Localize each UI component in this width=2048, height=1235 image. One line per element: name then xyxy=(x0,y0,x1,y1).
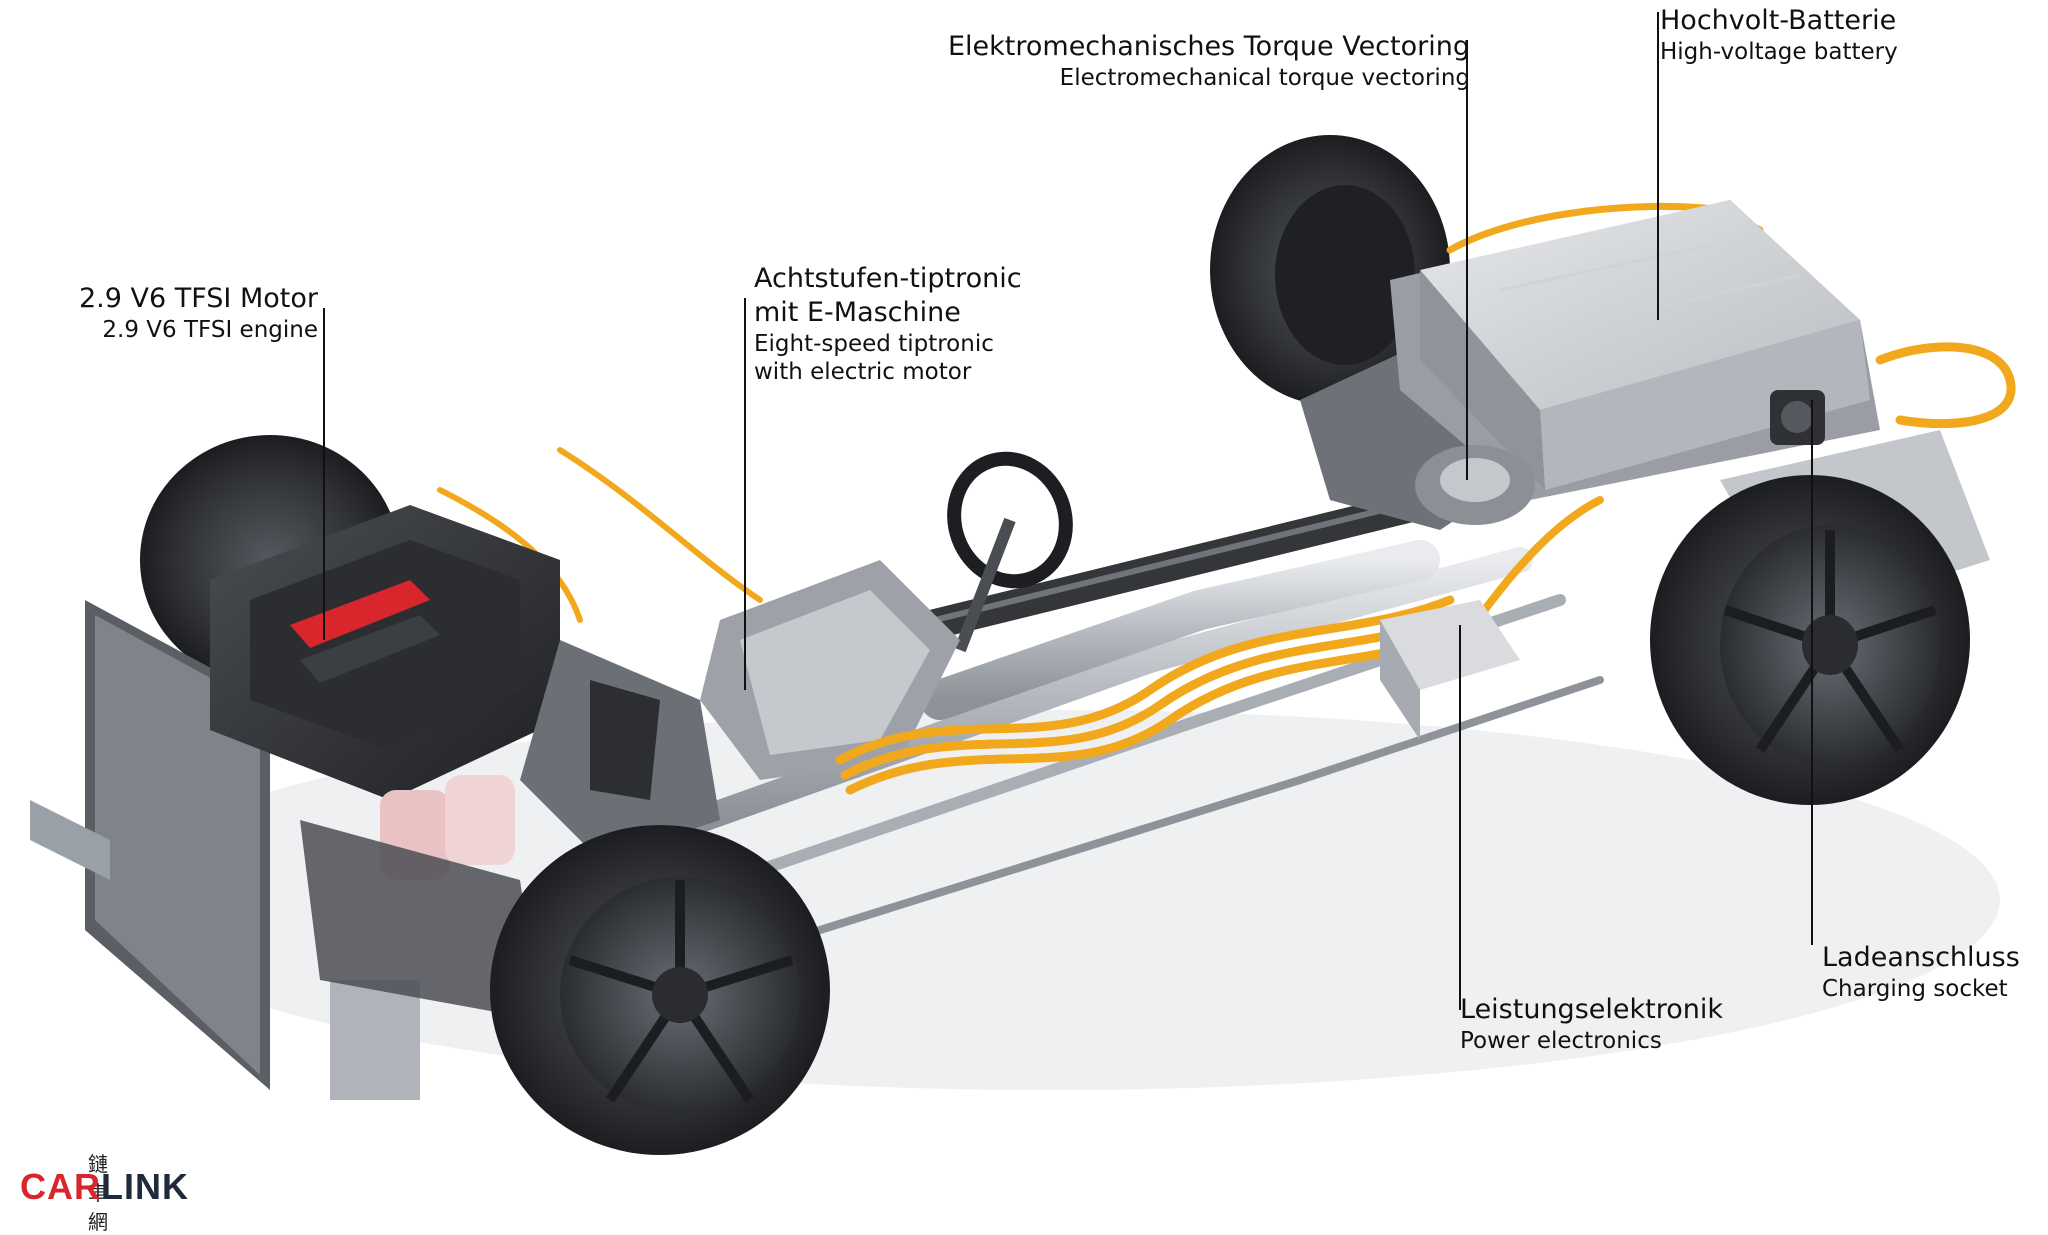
steering-wheel xyxy=(947,451,1073,653)
charging-socket xyxy=(1770,390,1825,445)
drive-shaft xyxy=(855,485,1455,655)
engine-label-de: 2.9 V6 TFSI Motor xyxy=(78,283,318,314)
high-voltage-battery xyxy=(1390,200,1880,500)
power-electronics-label-en: Power electronics xyxy=(1460,1027,1662,1054)
rear-right-wheel xyxy=(1650,475,1970,805)
hv-cables xyxy=(437,202,2016,795)
watermark-brand: CARLINK xyxy=(20,1166,189,1208)
label-transmission: Achtstufen-tiptronic mit E-Maschine Eigh… xyxy=(754,262,1022,387)
leader-lines xyxy=(323,12,1813,1010)
front-right-wheel xyxy=(490,825,830,1155)
power-electronics-label-de: Leistungselektronik xyxy=(1460,994,1723,1025)
watermark-brand-red: CAR xyxy=(20,1166,101,1207)
watermark-brand-dark: LINK xyxy=(101,1166,189,1207)
label-charging-socket: Ladeanschluss Charging socket xyxy=(1822,941,2020,1004)
torque-vectoring-label-de: Elektromechanisches Torque Vectoring xyxy=(947,31,1470,62)
label-engine: 2.9 V6 TFSI Motor 2.9 V6 TFSI engine xyxy=(79,282,318,345)
transmission-label-en-1: Eight-speed tiptronic xyxy=(754,330,994,357)
transmission xyxy=(700,560,960,780)
rear-left-wheel xyxy=(1210,135,1450,405)
battery-label-de: Hochvolt-Batterie xyxy=(1660,5,1897,36)
power-electronics-unit xyxy=(1380,600,1520,740)
charging-socket-label-en: Charging socket xyxy=(1822,975,2008,1002)
engine-label-en: 2.9 V6 TFSI engine xyxy=(102,316,318,343)
torque-vectoring-label-en: Electromechanical torque vectoring xyxy=(1059,64,1470,91)
label-torque-vectoring: Elektromechanisches Torque Vectoring Ele… xyxy=(948,30,1470,93)
transmission-label-de-1: Achtstufen-tiptronic xyxy=(754,263,1022,294)
label-power-electronics: Leistungselektronik Power electronics xyxy=(1460,993,1723,1056)
torque-vectoring-unit xyxy=(1415,445,1535,525)
charging-socket-label-de: Ladeanschluss xyxy=(1822,942,2020,973)
label-battery: Hochvolt-Batterie High-voltage battery xyxy=(1660,4,1898,67)
battery-label-en: High-voltage battery xyxy=(1660,38,1898,65)
transmission-label-en-2: with electric motor xyxy=(754,359,972,386)
transmission-label-de-2: mit E-Maschine xyxy=(754,296,961,328)
front-suspension xyxy=(300,640,720,1100)
